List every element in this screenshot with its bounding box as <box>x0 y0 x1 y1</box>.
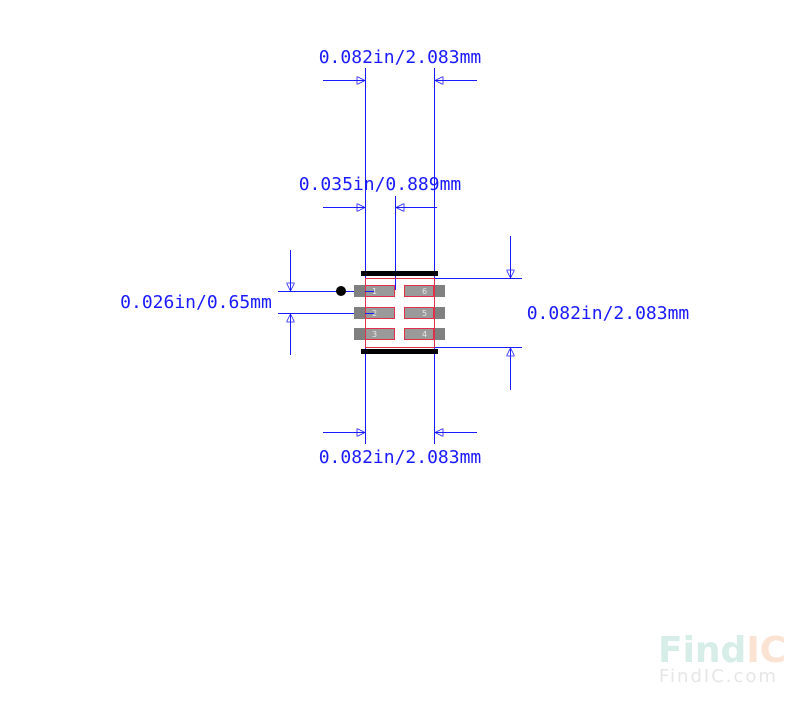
findic-watermark: FindIC FindIC.com <box>658 630 786 687</box>
pin-label-4: 4 <box>422 330 427 339</box>
pads <box>354 285 445 340</box>
svg-text:FindIC: FindIC <box>658 630 786 671</box>
pin-label-3: 3 <box>372 330 377 339</box>
silkscreen-top-bar <box>361 271 438 276</box>
silkscreen-bottom-bar <box>361 349 438 354</box>
dim-pitch: 0.026in/0.65mm <box>120 292 272 313</box>
dim-top-width: 0.082in/2.083mm <box>319 47 482 68</box>
pin-label-6: 6 <box>422 287 427 296</box>
pin-label-5: 5 <box>422 309 427 318</box>
watermark-url: FindIC.com <box>659 666 778 687</box>
dim-pad-spacing: 0.035in/0.889mm <box>299 174 462 195</box>
dim-bottom-width: 0.082in/2.083mm <box>319 447 482 468</box>
dim-height: 0.082in/2.083mm <box>527 303 690 324</box>
pin-label-2: 2 <box>372 309 377 318</box>
dimension-lines <box>278 68 522 444</box>
pin1-marker <box>336 286 346 296</box>
pin-label-1: 1 <box>372 287 377 296</box>
